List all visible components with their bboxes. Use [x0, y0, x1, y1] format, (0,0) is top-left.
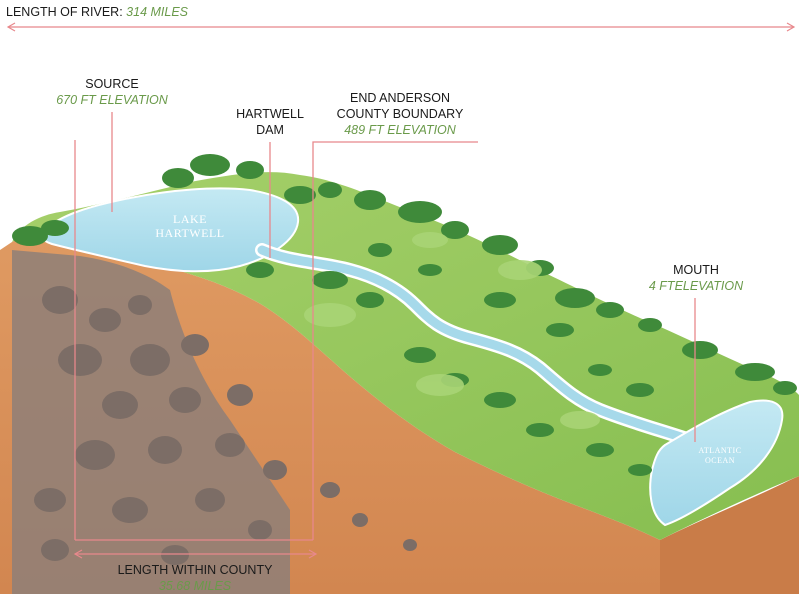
county-length-value: 35.68 MILES	[158, 579, 232, 593]
source-title: SOURCE	[85, 77, 139, 91]
source-elevation: 670 FT ELEVATION	[56, 93, 168, 107]
source-label: SOURCE 670 FT ELEVATION	[50, 76, 174, 108]
lake-line-1: LAKE	[173, 212, 207, 226]
river-length-arrow	[6, 22, 796, 32]
dam-label: HARTWELL DAM	[222, 106, 318, 138]
ocean-line-2: OCEAN	[704, 456, 736, 465]
dam-line-2: DAM	[256, 123, 284, 137]
lake-hartwell	[39, 187, 300, 273]
river-length-value: 314 MILES	[126, 5, 189, 19]
county-end-label: END ANDERSON COUNTY BOUNDARY 489 FT ELEV…	[330, 90, 470, 138]
mouth-label: MOUTH 4 FTELEVATION	[638, 262, 754, 294]
rock-blobs	[34, 286, 417, 565]
light-mounds	[304, 232, 600, 429]
county-end-line-1: END ANDERSON	[349, 91, 451, 105]
lake-line-2: HARTWELL	[155, 226, 225, 240]
county-length-arrow	[73, 549, 318, 559]
dam-line-1: HARTWELL	[236, 107, 304, 121]
lake-label: LAKE HARTWELL	[150, 212, 230, 240]
annotation-lines	[74, 112, 696, 541]
county-length-title: LENGTH WITHIN COUNTY	[117, 563, 273, 577]
county-end-line-2: COUNTY BOUNDARY	[336, 107, 464, 121]
river-length-title: LENGTH OF RIVER:	[6, 5, 123, 19]
county-end-elevation: 489 FT ELEVATION	[344, 123, 456, 137]
mouth-title: MOUTH	[673, 263, 719, 277]
soil-side-face	[660, 476, 799, 594]
mouth-elevation: 4 FTELEVATION	[648, 279, 744, 293]
ocean-line-1: ATLANTIC	[698, 446, 742, 455]
county-length-label: LENGTH WITHIN COUNTY 35.68 MILES	[100, 562, 290, 594]
ocean-label: ATLANTIC OCEAN	[690, 446, 750, 466]
river-length-label: LENGTH OF RIVER: 314 MILES	[6, 5, 188, 19]
